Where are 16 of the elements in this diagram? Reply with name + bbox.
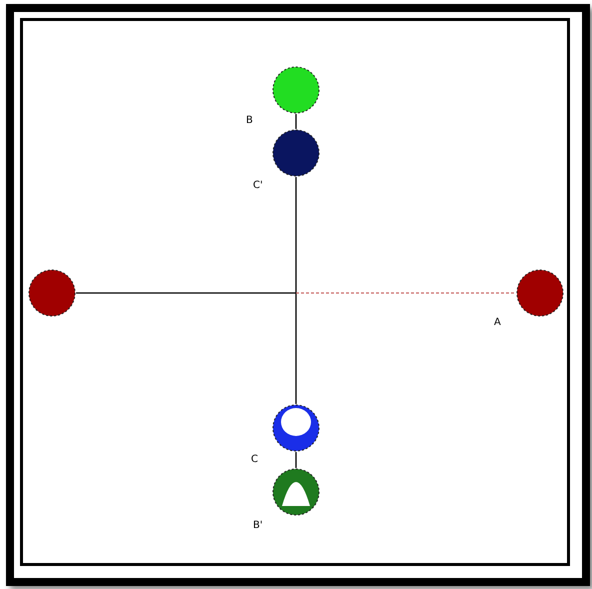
connector-line	[76, 292, 296, 294]
circle-marker	[272, 468, 320, 516]
point-label: A	[494, 317, 501, 329]
point-label: C'	[253, 180, 263, 192]
circle-marker	[272, 404, 320, 452]
circle-marker	[28, 269, 76, 317]
circle-marker	[272, 129, 320, 177]
point-label: B'	[253, 520, 263, 532]
circle-marker	[272, 66, 320, 114]
connector-line	[295, 114, 297, 129]
connector-line	[295, 452, 297, 468]
point-label: C	[251, 454, 258, 466]
point-label: B	[246, 115, 253, 127]
connector-line	[295, 177, 297, 404]
dashed-line	[296, 292, 516, 294]
circle-marker	[516, 269, 564, 317]
